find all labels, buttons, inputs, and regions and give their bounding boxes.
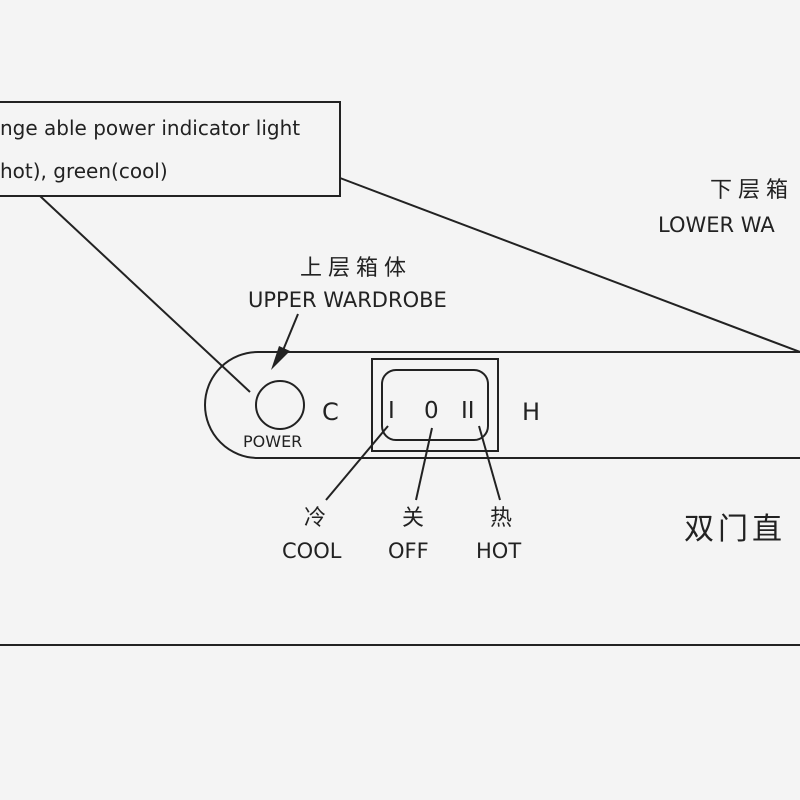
leader-power-indicator [39,195,251,393]
lower-wardrobe-zh: 下层箱 [710,178,795,203]
bottom-title: 双门直 [684,512,786,547]
lower-wardrobe-en: LOWER WA [658,213,775,237]
leader-hot [478,425,501,501]
side-label-hot: H [522,398,541,426]
leader-lower-wardrobe [339,177,800,353]
control-panel-outline [204,351,800,459]
callout-box [0,101,341,197]
side-label-cool: C [322,398,339,426]
leader-cool [325,425,389,501]
upper-wardrobe-arrowhead [271,346,290,370]
rocker-switch-face [381,369,489,441]
switch-position-off: 0 [424,398,439,424]
upper-wardrobe-en: UPPER WARDROBE [248,288,447,312]
power-label: POWER [243,432,303,451]
rocker-switch-frame [371,358,499,452]
mode-hot-zh: 热 [490,506,519,531]
mode-cool-en: COOL [282,539,342,563]
callout-text-line2: hot), green(cool) [0,159,168,183]
mode-hot-en: HOT [476,539,522,563]
mode-off-zh: 关 [402,506,431,531]
mode-cool-zh: 冷 [304,506,333,531]
upper-wardrobe-zh: 上层箱体 [300,256,413,281]
leader-off [415,427,433,501]
power-light [255,380,305,430]
switch-position-cool: I [388,398,395,424]
switch-position-hot: II [461,398,475,424]
callout-text-line1: nge able power indicator light [0,116,301,140]
mode-off-en: OFF [388,539,429,563]
